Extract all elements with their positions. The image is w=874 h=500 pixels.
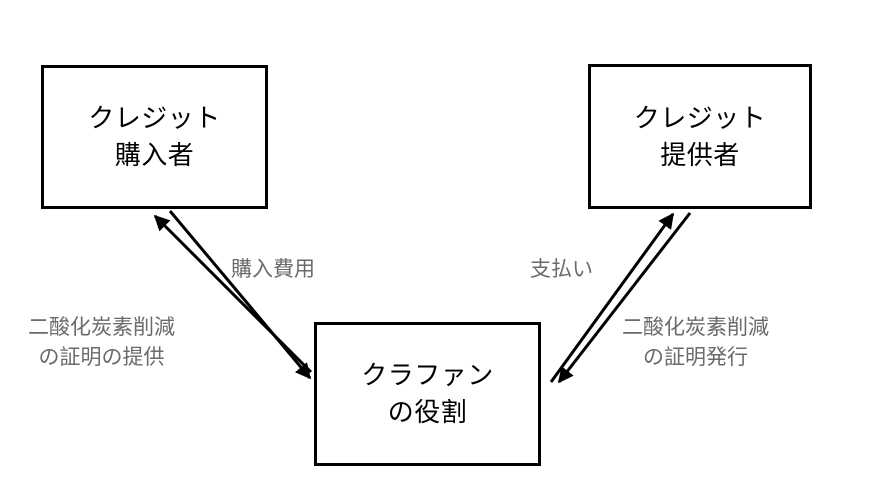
edge-label-co2-proof-issue: 二酸化炭素削減 の証明発行 [622,313,769,374]
node-credit-buyer[interactable]: クレジット 購入者 [41,65,268,209]
node-credit-provider-line1: クレジット [633,102,767,133]
edge-label-payment-line1: 支払い [530,258,593,281]
node-crowdfunding-line1: クラファン [361,360,494,391]
node-credit-provider-line2: 提供者 [660,139,740,170]
node-credit-buyer-line2: 購入者 [114,140,195,170]
arrow-buyer-to-crowdfunding [168,210,312,380]
arrow-crowdfunding-to-buyer [153,214,313,374]
edge-label-co2-proof-issue-line1: 二酸化炭素削減 [622,316,769,339]
edge-label-purchase-cost-line1: 購入費用 [231,258,315,281]
edge-label-payment: 支払い [530,255,593,285]
node-crowdfunding-line2: の役割 [387,397,468,427]
node-crowdfunding[interactable]: クラファン の役割 [314,322,541,466]
node-credit-provider[interactable]: クレジット 提供者 [588,64,812,209]
arrow-provider-to-crowdfunding [557,212,692,384]
arrow-crowdfunding-to-provider [549,212,675,383]
edge-label-purchase-cost: 購入費用 [231,255,315,285]
node-credit-buyer-line1: クレジット [88,103,221,134]
edge-label-co2-proof-provide: 二酸化炭素削減 の証明の提供 [28,313,175,374]
edge-label-co2-proof-provide-line1: 二酸化炭素削減 [28,316,175,339]
edge-label-co2-proof-provide-line2: の証明の提供 [38,346,165,370]
edge-label-co2-proof-issue-line2: の証明発行 [643,346,748,370]
